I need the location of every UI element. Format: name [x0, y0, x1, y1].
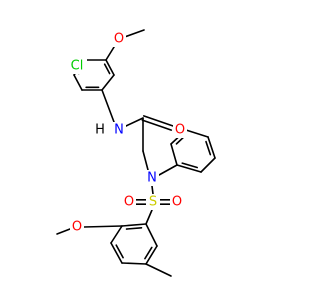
bond-C-O-double-b [142, 115, 174, 127]
bond-phenyl-34-inner [205, 140, 212, 156]
chlorine-label: Cl [71, 59, 84, 74]
bond-ring2-fa [145, 223, 158, 247]
bond-ring2-cd [110, 242, 123, 264]
bond-ring1-ab-inner [103, 63, 111, 75]
bond-ring2-methyl [145, 263, 172, 277]
sulfonamide-nitrogen-label: N [147, 171, 157, 186]
bond-C-O-double-a [141, 119, 173, 131]
atom-sulfur: S [146, 194, 160, 210]
bond-ring1-NH [101, 89, 115, 123]
bond-S-ring2 [145, 209, 153, 225]
bond-CH2-N [142, 150, 149, 171]
bond-ring1-bc [101, 74, 115, 91]
bond-ring2-ab [121, 223, 147, 227]
atom-methoxy-oxygen-top: O [112, 31, 126, 47]
molecule-svg: O Cl N H O N [56, 29, 216, 277]
atom-amide-hydrogen: H [93, 122, 107, 138]
bond-ring2-de [121, 262, 147, 265]
amide-nitrogen-label: N [114, 123, 124, 138]
bond-phenyl-45 [185, 129, 209, 138]
sulfonyl-oxygen-right-label: O [172, 195, 182, 210]
methoxy-oxygen-top-label: O [114, 32, 124, 47]
atom-chlorine: Cl [67, 58, 87, 74]
bond-O-methyl-bottom [56, 228, 71, 235]
bond-phenyl-12-inner [181, 162, 198, 169]
sulfur-label: S [149, 195, 157, 210]
bond-N-S [151, 185, 154, 195]
bond-phenyl-12 [176, 164, 202, 173]
bond-phenyl-23 [200, 157, 216, 173]
bond-NH-Camide [125, 117, 144, 127]
molecule-structure: O Cl N H O N [56, 29, 216, 277]
atom-sulfonyl-oxygen-right: O [170, 194, 184, 210]
amide-hydrogen-label: H [95, 123, 105, 138]
bond-ring2-O [83, 225, 123, 228]
atoms-layer: O Cl N H O N [67, 31, 187, 235]
bond-ring2-ab-inner [125, 226, 143, 230]
bond-phenyl-61 [170, 143, 178, 166]
atom-sulfonamide-nitrogen: N [145, 170, 159, 186]
atom-sulfonyl-oxygen-left: O [122, 194, 136, 210]
atom-carbonyl-oxygen: O [173, 122, 187, 138]
bond-phenyl-34 [207, 136, 216, 159]
bond-ring2-ef [145, 245, 158, 265]
bond-ring1-de [73, 74, 83, 91]
bond-ring2-ef-inner [144, 246, 153, 260]
methoxy-oxygen-bottom-label: O [72, 220, 82, 235]
bond-ring1-ab [105, 59, 115, 76]
bond-N-phenyl [158, 164, 178, 176]
bond-ring2-cd-inner [115, 244, 124, 259]
sulfonyl-oxygen-left-label: O [124, 195, 134, 210]
atom-amide-nitrogen: N [112, 122, 126, 138]
atom-methoxy-oxygen-bottom: O [70, 219, 84, 235]
bond-ring2-bc [110, 225, 123, 244]
carbonyl-oxygen-label: O [175, 123, 185, 138]
